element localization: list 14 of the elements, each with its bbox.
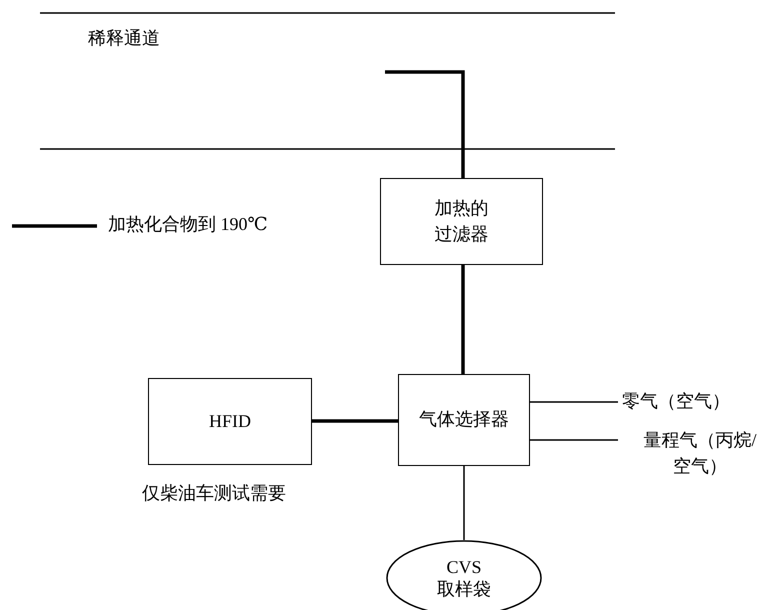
selector-box: 气体选择器	[398, 374, 530, 466]
connector-line	[530, 401, 618, 403]
gas-label: 量程气（丙烷/空气）	[632, 427, 768, 481]
connector-line	[312, 419, 398, 423]
connector-line	[461, 265, 465, 374]
filter-box: 加热的过滤器	[380, 178, 543, 265]
connector-line	[385, 70, 465, 178]
tunnel-label: 稀释通道	[88, 28, 160, 50]
connector-line	[530, 439, 618, 441]
analyzer-box: HFID	[148, 378, 312, 465]
note-text: 仅柴油车测试需要	[142, 483, 286, 505]
connector-line	[463, 466, 465, 540]
legend-text: 加热化合物到 190℃	[108, 214, 268, 236]
gas-label: 零气（空气）	[622, 389, 770, 415]
